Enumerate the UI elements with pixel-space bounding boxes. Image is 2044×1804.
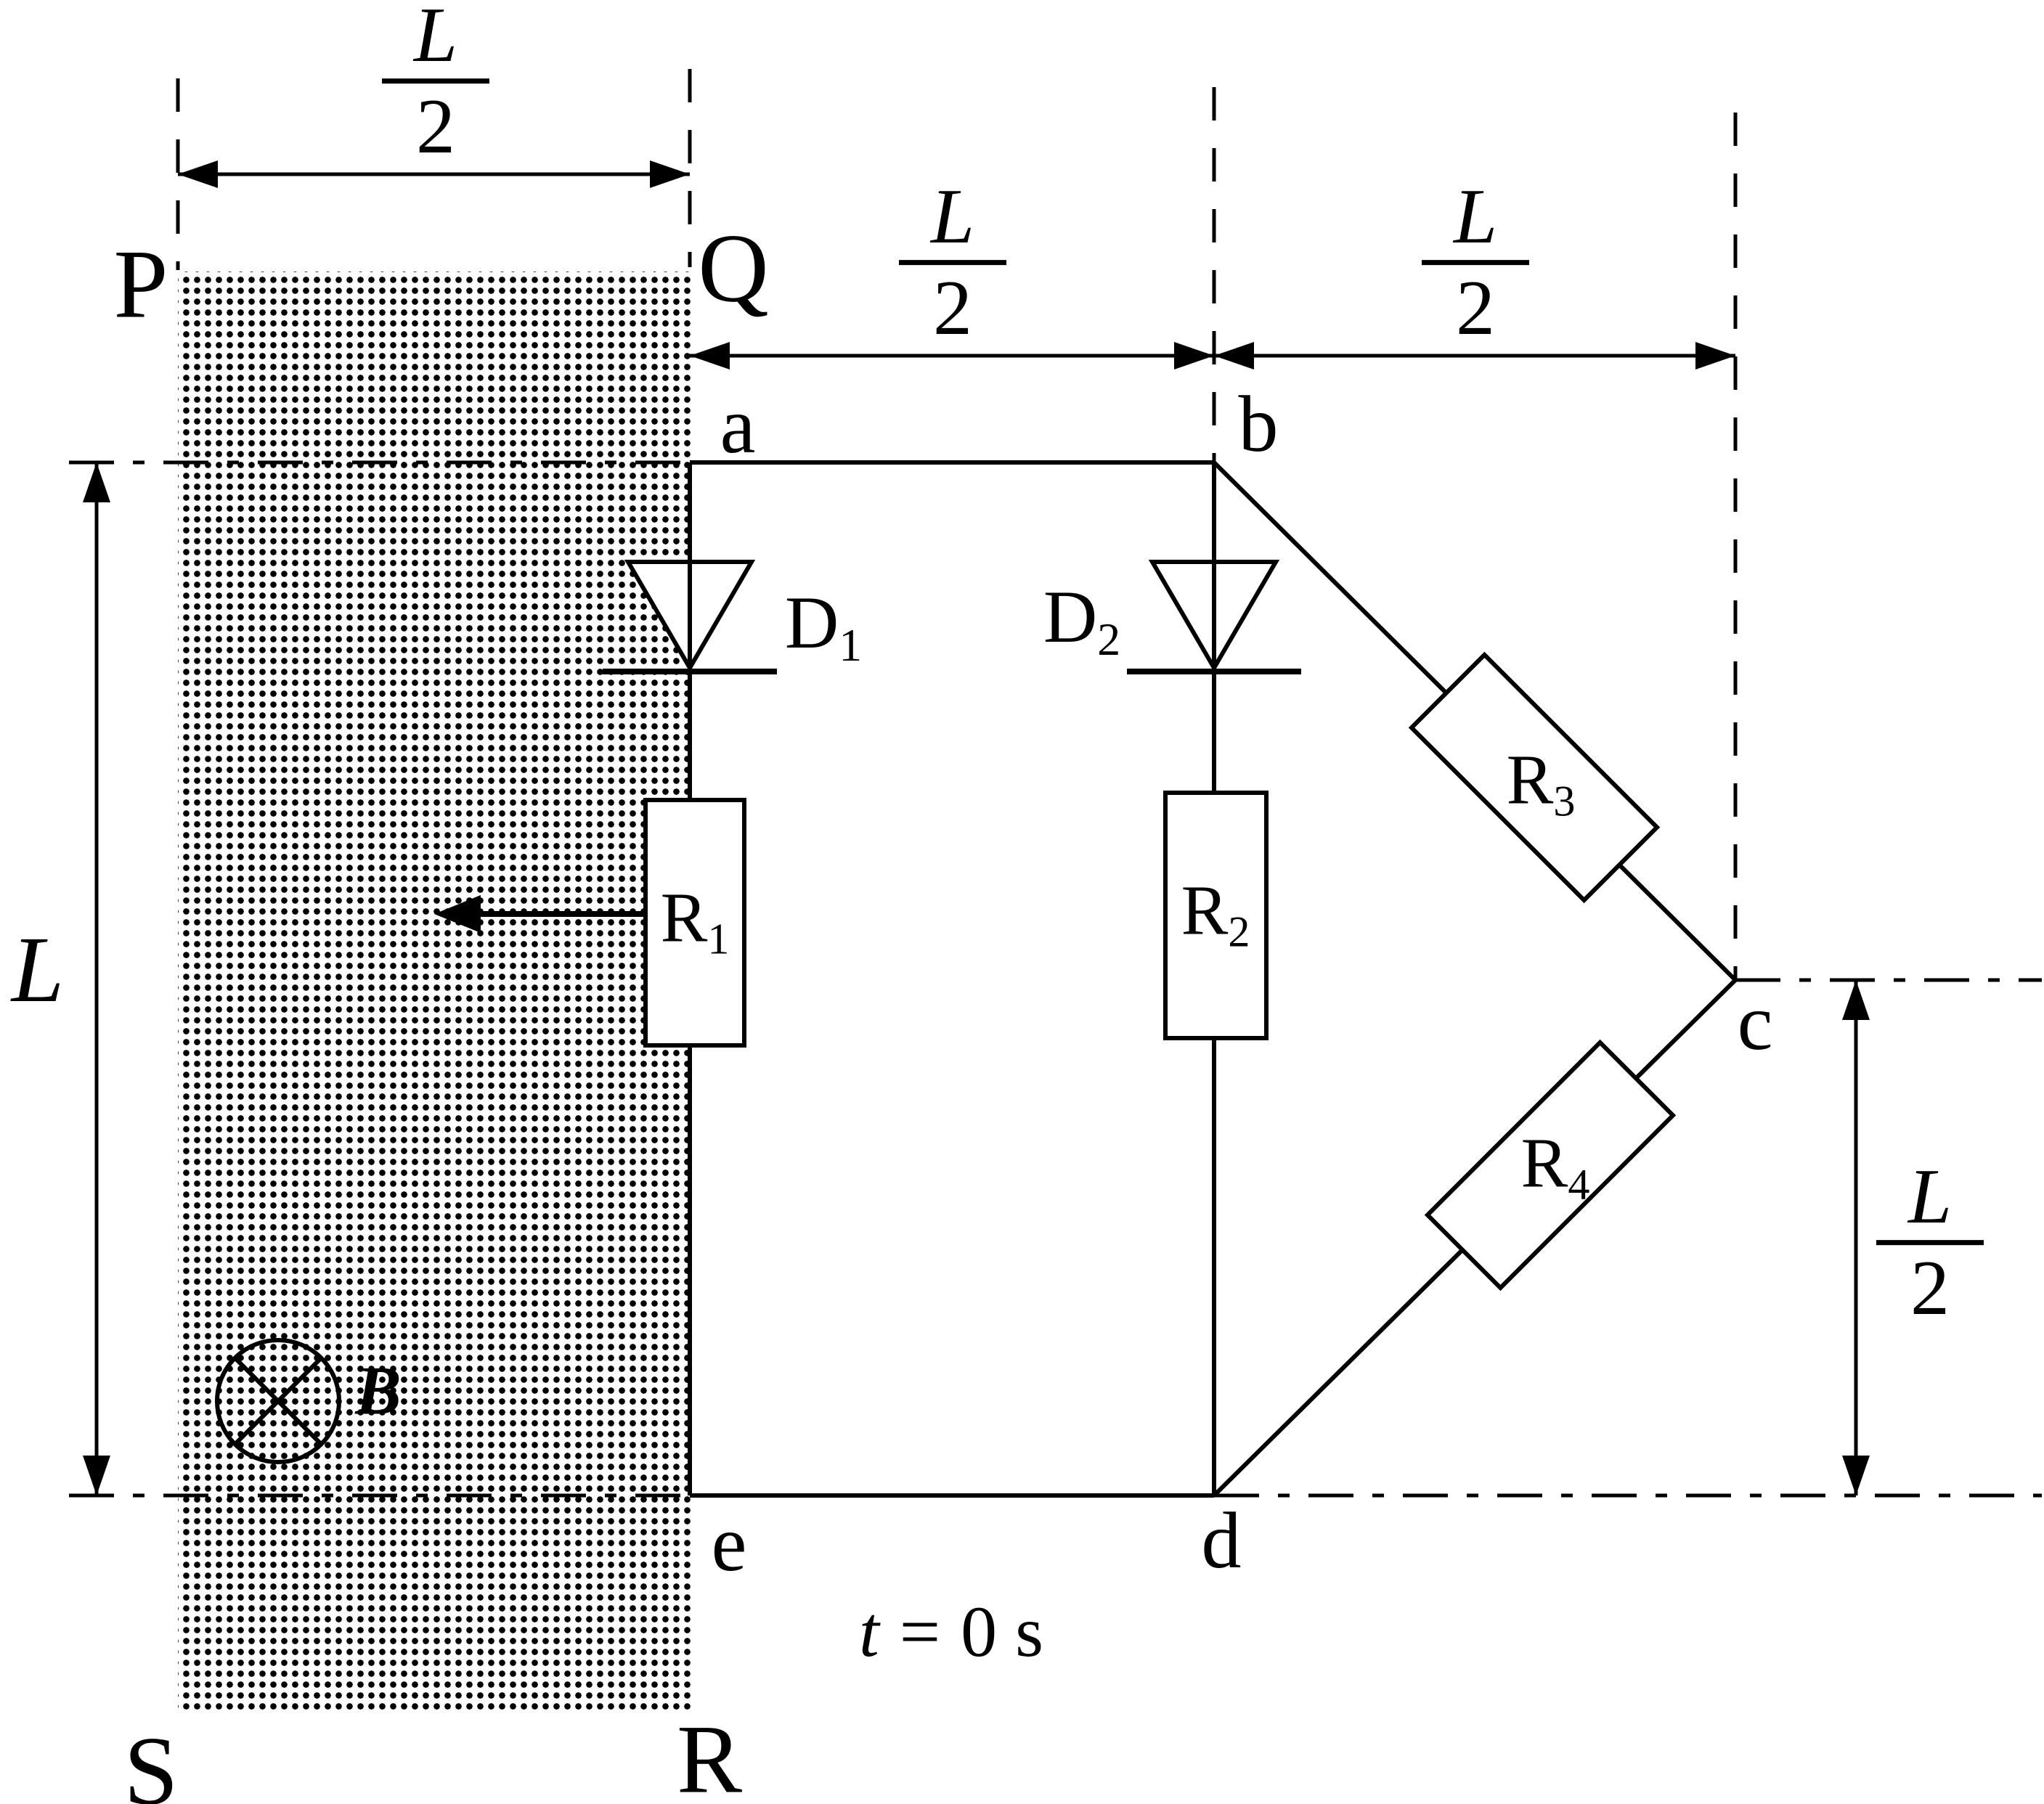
field-label-b: B (355, 1352, 402, 1429)
fraction-bar (1422, 260, 1529, 266)
corner-label-q: Q (698, 214, 769, 323)
resistor-r4-body (1424, 1039, 1677, 1291)
node-label-d: d (1201, 1496, 1242, 1585)
diode-d1-label: D1 (784, 581, 863, 672)
resistor-r1-label: R1 (660, 878, 730, 964)
resistor-r3-body (1408, 651, 1661, 904)
corner-label-p: P (113, 230, 168, 339)
resistor-r3-label: R3 (1506, 740, 1576, 826)
node-label-e: e (711, 1499, 747, 1588)
diode-d2-label: D2 (1043, 576, 1121, 666)
time-caption: t=0 s (858, 1591, 1044, 1672)
corner-label-s: S (123, 1717, 179, 1804)
dimension-arrowheads (83, 160, 1870, 1495)
dim-label-half-l-mid-left: L 2 (899, 177, 1006, 348)
resistor-r2-label: R2 (1181, 871, 1250, 957)
magnetic-field-region (178, 272, 691, 1713)
fraction-bar (899, 260, 1006, 266)
resistor-r2-body (1163, 791, 1269, 1040)
dim-label-half-l-mid-right: L 2 (1422, 177, 1529, 348)
fraction-bar (382, 78, 489, 84)
resistor-r1-body (643, 798, 746, 1048)
fraction-bar (1876, 1240, 1984, 1246)
b-into-page-icon (215, 1338, 341, 1464)
dim-label-half-l-right: L 2 (1876, 1157, 1984, 1328)
dim-label-l: L (11, 918, 65, 1022)
resistor-r4-label: R4 (1520, 1124, 1590, 1209)
node-label-b: b (1238, 380, 1279, 468)
left-direction-arrow-head (434, 895, 481, 933)
corner-label-r: R (676, 1705, 743, 1804)
dim-label-half-l-top: L 2 (382, 0, 489, 166)
node-label-a: a (720, 381, 756, 470)
node-label-c: c (1737, 978, 1773, 1066)
